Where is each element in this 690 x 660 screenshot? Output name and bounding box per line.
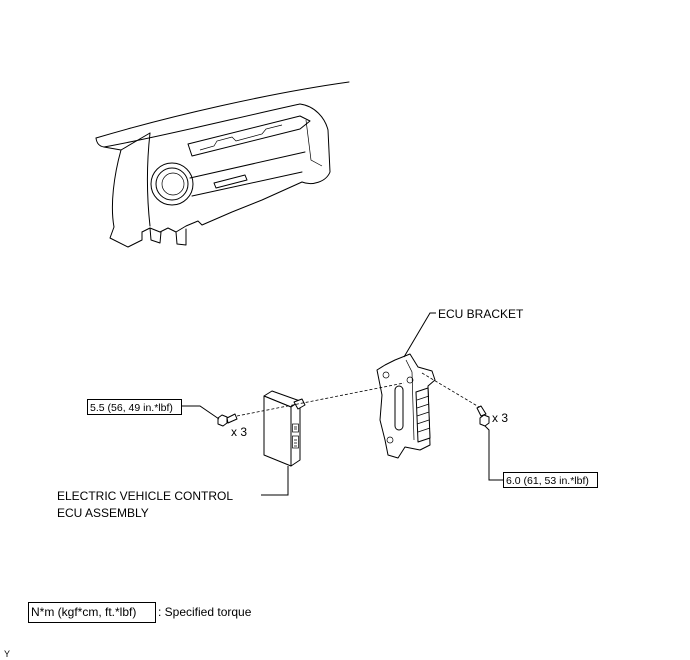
legend-description: : Specified torque [158,605,252,619]
panel-upper-recess [187,115,311,157]
instrument-panel-drawing [95,81,350,248]
panel-left-face [109,149,143,248]
panel-front-lip [95,103,301,148]
ecu-bracket-leader [403,312,436,358]
right-torque-value: 6.0 (61, 53 in.*lbf) [506,475,589,487]
panel-left-corner [103,132,151,151]
ecu-connector-lower [292,435,299,449]
panel-lower-tab-left [149,227,162,244]
left-bolt-quantity: x 3 [231,425,247,439]
bracket-connector-ribs [416,395,431,433]
ecu-assembly-drawing [263,390,306,467]
panel-right-end [299,103,331,185]
ecu-side-face [290,400,301,467]
left-torque-box [87,399,182,415]
right-bolt-shank [476,405,487,417]
panel-top-edge [95,81,350,139]
vent-outer-ring [150,162,194,206]
left-torque-leader [181,405,220,420]
ecu-assembly-label-line1: ELECTRIC VEHICLE CONTROL [57,489,233,503]
bracket-hole-top-left [382,371,390,379]
right-bolt-head-icon [479,414,490,427]
bracket-side-connector [415,387,431,443]
right-bolt-quantity: x 3 [492,411,508,425]
left-torque-value: 5.5 (56, 49 in.*lbf) [90,402,173,414]
left-bolt-head-icon [217,414,228,427]
ecu-mount-tab [293,398,306,410]
panel-middle-ledge [189,151,306,179]
bracket-hole-top-right [406,376,414,384]
ecu-assembly-label-line2: ECU ASSEMBLY [57,506,149,520]
panel-lower-tab-right [175,228,187,246]
left-bolt [217,413,238,427]
right-bolt [476,405,490,427]
panel-recess-detail [199,124,283,151]
ecu-bracket-drawing [376,353,436,459]
bracket-hole-bottom [386,436,394,444]
left-bolt-shank [226,413,238,424]
assembly-line-right [421,372,480,408]
corner-mark: Y [4,649,10,659]
bracket-stiffener [405,359,415,441]
legend-unit-box [28,602,156,623]
vent-inner-ring [161,172,185,196]
ecu-connector-upper [292,423,299,433]
vent-housing-edge [146,132,151,227]
panel-lower-ledge [191,171,303,197]
ecu-bracket-label: ECU BRACKET [438,307,524,321]
right-torque-leader [484,425,504,481]
vent-middle-ring [155,167,189,201]
legend-unit-text: N*m (kgf*cm, ft.*lbf) [31,605,136,619]
ecu-assembly-leader [261,466,289,496]
panel-right-inner [305,119,323,167]
panel-lower-edge [141,181,303,233]
assembly-line-left [236,382,405,417]
ecu-connector-pins [294,426,297,447]
panel-center-slot [213,174,248,189]
bracket-slot [394,385,404,431]
